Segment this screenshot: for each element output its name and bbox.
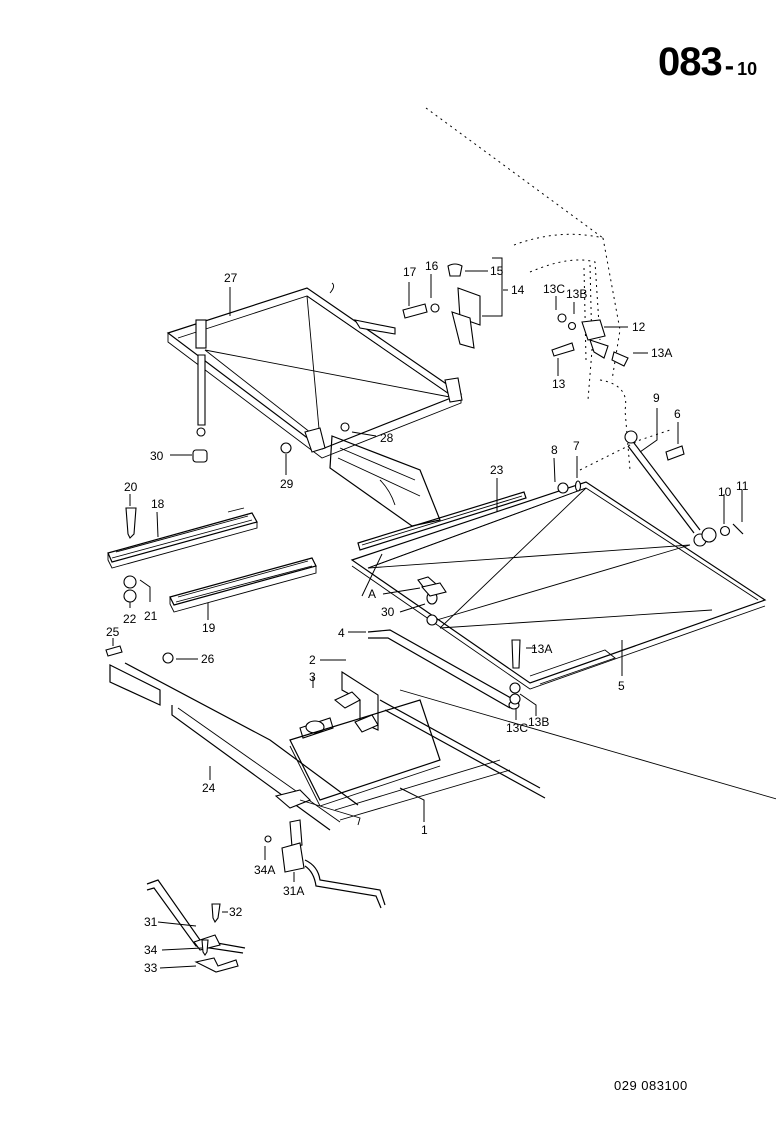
reference-code: 029 083100 (614, 1078, 688, 1093)
part-34A-clip (264, 835, 272, 843)
part-21-clip (123, 575, 137, 589)
leader-lines (112, 257, 743, 969)
callout-17: 17 (403, 265, 417, 279)
part-13-bolt (551, 342, 575, 357)
callout-23: 23 (490, 463, 504, 477)
callout-20: 20 (124, 480, 138, 494)
callout-13B-bottom: 13B (528, 715, 550, 729)
part-9-gas-strut (624, 430, 717, 543)
callout-15: 15 (490, 264, 504, 278)
part-A-plate (420, 582, 447, 597)
callout-7: 7 (573, 439, 580, 453)
callout-1: 1 (421, 823, 428, 837)
part-13C-nut-top (557, 313, 567, 323)
part-27-upper-frame (166, 282, 463, 459)
callout-30-mid: 30 (381, 605, 395, 619)
callout-31: 31 (144, 915, 158, 929)
callout-25: 25 (106, 625, 120, 639)
page-separator: - (724, 50, 735, 81)
part-3-mount (299, 717, 334, 739)
callout-27: 27 (224, 271, 238, 285)
callout-30-left: 30 (150, 449, 164, 463)
part-23-rail (357, 491, 527, 551)
part-22-nut (123, 589, 137, 603)
callout-29: 29 (280, 477, 294, 491)
callout-32: 32 (229, 905, 243, 919)
callout-14: 14 (511, 283, 525, 297)
callout-33: 33 (144, 961, 158, 975)
callout-34A: 34A (254, 863, 276, 877)
part-24-rail (109, 662, 361, 831)
callout-28: 28 (380, 431, 394, 445)
part-29-nut (280, 442, 292, 454)
callout-8: 8 (551, 443, 558, 457)
part-19-rail (169, 557, 317, 613)
part-33-bracket (194, 957, 239, 973)
part-18-rail (107, 507, 258, 569)
page-sheet: 10 (737, 59, 758, 79)
part-5-lower-frame (350, 481, 767, 690)
callout-12: 12 (632, 320, 646, 334)
callout-13C-bottom: 13C (506, 721, 529, 735)
callout-6: 6 (674, 407, 681, 421)
part-13B-washer-bottom (509, 682, 521, 694)
callout-31A: 31A (283, 884, 305, 898)
part-30-bushing-left (192, 449, 208, 463)
part-25-bolt (105, 645, 123, 657)
part-4-torsion-bar (367, 629, 520, 710)
part-13A-bolt-bottom (511, 639, 521, 669)
callout-2: 2 (309, 653, 316, 667)
part-17-bolt (402, 303, 428, 319)
callout-18: 18 (151, 497, 165, 511)
page-group: 083 (658, 40, 723, 84)
callout-13C-top: 13C (543, 282, 566, 296)
part-28-rail-assembly (329, 422, 441, 527)
callout-24: 24 (202, 781, 216, 795)
callout-26: 26 (201, 652, 215, 666)
callout-13A-bottom: 13A (531, 642, 553, 656)
callout-13: 13 (552, 377, 566, 391)
page-number: 083-10 (658, 40, 757, 85)
callout-34: 34 (144, 943, 158, 957)
callout-10: 10 (718, 485, 732, 499)
callout-9: 9 (653, 391, 660, 405)
vehicle-body-outline (425, 107, 671, 471)
part-7-clip (574, 480, 582, 492)
part-2-bracket (333, 670, 379, 733)
part-8-nut (557, 482, 569, 494)
part-11-pin (732, 523, 744, 535)
part-13B-washer-top (567, 321, 577, 331)
part-10-washer (719, 525, 731, 537)
callout-13B-top: 13B (566, 287, 588, 301)
callout-22: 22 (123, 612, 137, 626)
callout-19: 19 (202, 621, 216, 635)
part-1-base-frame (289, 689, 776, 821)
callout-3: 3 (309, 670, 316, 684)
part-26-nut (162, 652, 174, 664)
part-15-cap (447, 263, 463, 277)
callout-16: 16 (425, 259, 439, 273)
callout-5: 5 (618, 679, 625, 693)
part-13C-nut-bottom (509, 693, 521, 705)
callout-21: 21 (144, 609, 158, 623)
part-20-screw (125, 507, 137, 539)
part-31A-release-handle (281, 819, 386, 909)
part-16-star-washer (430, 303, 440, 313)
callout-A: A (368, 587, 377, 601)
part-12-bracket (581, 319, 606, 341)
callout-11: 11 (736, 479, 749, 493)
part-13A-bolt-top (611, 351, 629, 367)
callout-13A-top: 13A (651, 346, 673, 360)
part-34-screw (201, 939, 209, 956)
callout-4: 4 (338, 626, 345, 640)
hardware (105, 263, 744, 843)
part-6-bolt (665, 445, 685, 461)
part-32-screw (211, 903, 221, 924)
